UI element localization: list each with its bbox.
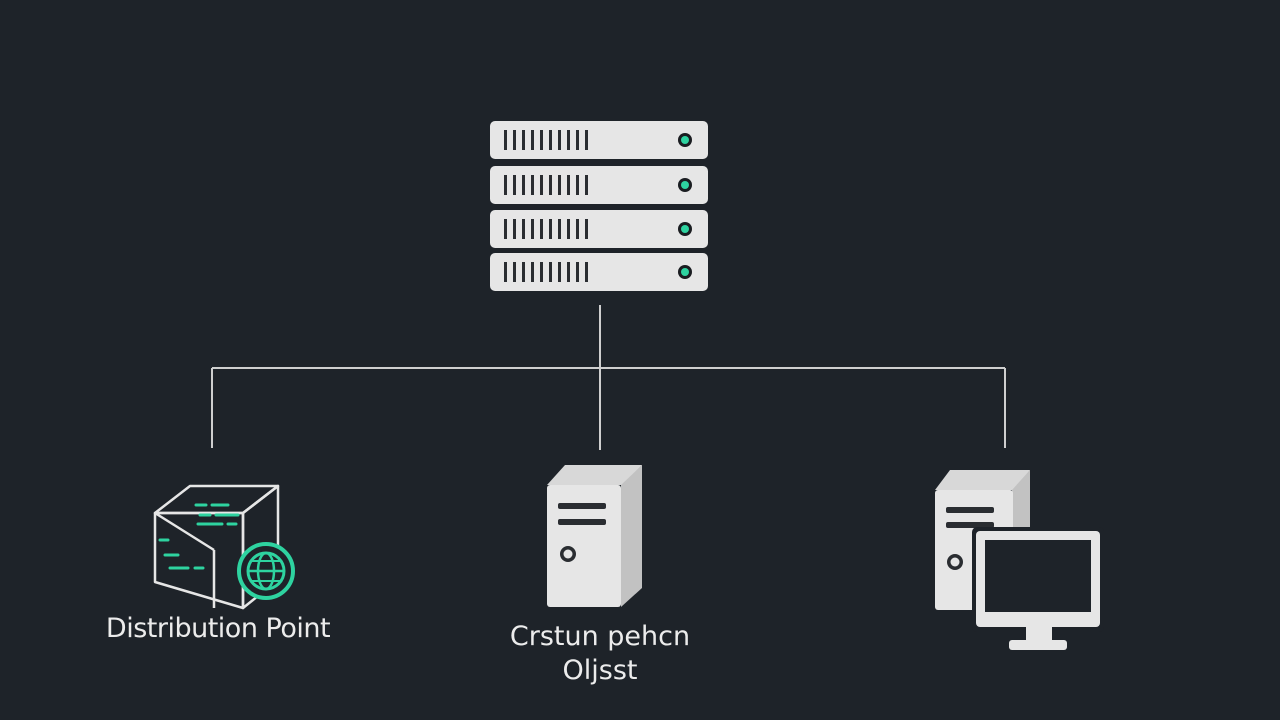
rack-unit-1 bbox=[490, 121, 708, 159]
rack-server-icon bbox=[490, 121, 708, 291]
globe-icon bbox=[237, 542, 295, 600]
center-node-label-line-2: Oljsst bbox=[562, 655, 638, 686]
rack-unit-3 bbox=[490, 210, 708, 248]
rack-unit-4 bbox=[490, 253, 708, 291]
rack-unit-2 bbox=[490, 166, 708, 204]
cube-globe-icon bbox=[153, 484, 295, 610]
desktop-computer-icon bbox=[935, 470, 1104, 650]
distribution-point-label: Distribution Point bbox=[105, 613, 331, 644]
tower-server-icon bbox=[547, 465, 642, 607]
center-node-label-line-1: Crstun pehcn bbox=[509, 621, 691, 652]
center-node-label: Crstun pehcn Oljsst bbox=[470, 620, 730, 688]
monitor bbox=[972, 527, 1104, 650]
connectors bbox=[211, 305, 1006, 450]
